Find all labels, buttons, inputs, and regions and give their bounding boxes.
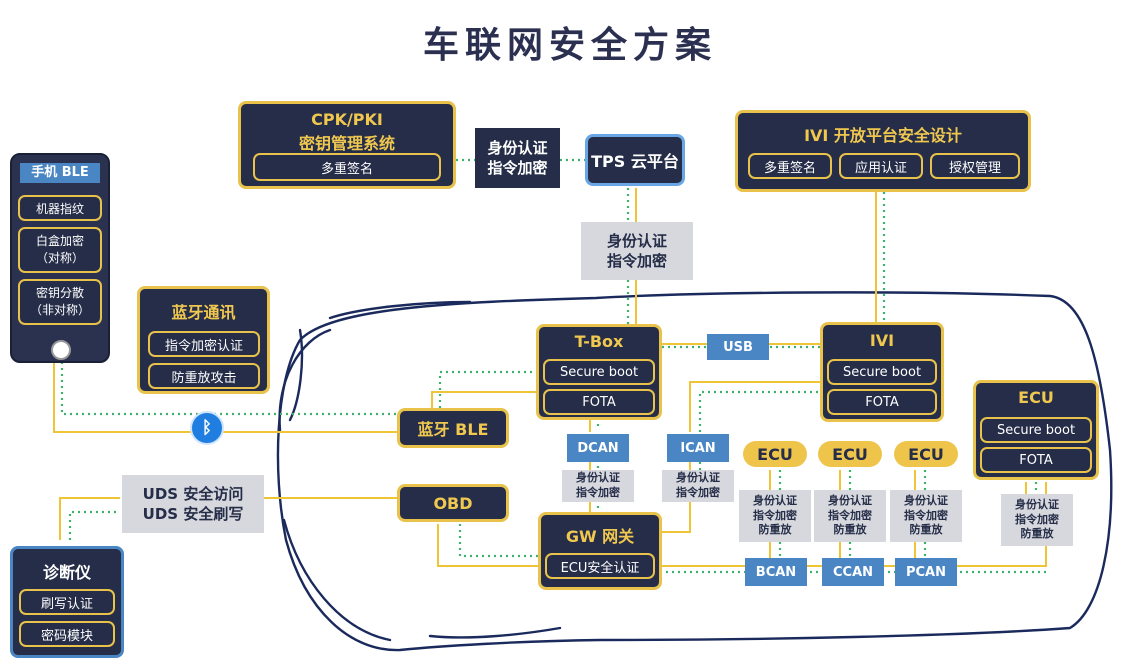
ecu-right-item-1: FOTA xyxy=(980,447,1092,473)
auth-ecu-2-line3: 防重放 xyxy=(909,523,943,537)
gateway-title: GW 网关 xyxy=(565,527,635,546)
bt-comm-item-1: 防重放攻击 xyxy=(148,363,260,389)
gateway-box: GW 网关 ECU安全认证 xyxy=(538,512,662,590)
ecu-label-2: ECU xyxy=(894,441,958,467)
bluetooth-ble-label: 蓝牙 BLE xyxy=(417,420,489,439)
auth-encrypt-top: 身份认证 指令加密 xyxy=(475,128,560,188)
bcan-label: BCAN xyxy=(745,558,807,586)
obd-box: OBD xyxy=(397,484,509,522)
ecu-label-0: ECU xyxy=(743,441,807,467)
bt-comm-title: 蓝牙通讯 xyxy=(171,303,236,322)
auth-ican: 身份认证 指令加密 xyxy=(662,470,734,502)
uds-line1: UDS 安全访问 xyxy=(142,484,244,503)
ivi-box: IVI Secure boot FOTA xyxy=(820,322,944,422)
ivi-design-box: IVI 开放平台安全设计 多重签名 应用认证 授权管理 xyxy=(735,110,1031,192)
ivi-design-item-1: 应用认证 xyxy=(839,153,923,179)
auth-ecu-right-line2: 指令加密 xyxy=(1015,512,1059,526)
cpk-title-line1: CPK/PKI xyxy=(311,110,383,129)
cpk-title-line2: 密钥管理系统 xyxy=(298,134,395,153)
obd-label: OBD xyxy=(433,493,473,513)
auth-ecu-right: 身份认证 指令加密 防重放 xyxy=(1001,494,1073,546)
bluetooth-comm-box: 蓝牙通讯 指令加密认证 防重放攻击 xyxy=(137,286,270,394)
page-title: 车联网安全方案 xyxy=(422,25,717,66)
ecu-right-box: ECU Secure boot FOTA xyxy=(973,380,1099,480)
cpk-pki-box: CPK/PKI 密钥管理系统 多重签名 xyxy=(238,101,456,189)
auth-top-line2: 指令加密 xyxy=(487,159,548,177)
auth-ecu-0-line2: 指令加密 xyxy=(753,508,797,522)
auth-ecu-0: 身份认证 指令加密 防重放 xyxy=(739,490,811,542)
pcan-label: PCAN xyxy=(895,558,957,586)
phone-home-button[interactable] xyxy=(51,340,71,360)
auth-mid-line2: 指令加密 xyxy=(606,252,667,270)
auth-ecu-2: 身份认证 指令加密 防重放 xyxy=(890,490,962,542)
car-outline xyxy=(276,291,1113,652)
auth-ecu-right-line3: 防重放 xyxy=(1020,527,1054,541)
auth-ecu-1: 身份认证 指令加密 防重放 xyxy=(814,490,886,542)
tbox-box: T-Box Secure boot FOTA xyxy=(536,324,662,420)
auth-ecu-right-line1: 身份认证 xyxy=(1015,497,1059,511)
auth-top-line1: 身份认证 xyxy=(487,138,548,157)
auth-ecu-2-line1: 身份认证 xyxy=(904,493,948,507)
auth-ican-line2: 指令加密 xyxy=(676,486,720,499)
diag-item-0: 刷写认证 xyxy=(19,589,115,615)
dcan-label: DCAN xyxy=(567,434,629,462)
auth-dcan-line1: 身份认证 xyxy=(576,471,620,485)
auth-ecu-0-line3: 防重放 xyxy=(758,523,792,537)
bluetooth-ble-box: 蓝牙 BLE xyxy=(397,408,509,448)
auth-ecu-1-line3: 防重放 xyxy=(833,523,867,537)
auth-ecu-2-line2: 指令加密 xyxy=(904,508,948,522)
ecu-label-1: ECU xyxy=(818,441,882,467)
bt-comm-item-0: 指令加密认证 xyxy=(148,331,260,357)
auth-dcan-line2: 指令加密 xyxy=(576,486,620,499)
diag-item-1: 密码模块 xyxy=(19,621,115,647)
phone-item-2: 密钥分散 （非对称） xyxy=(18,279,102,325)
ecu-right-item-0: Secure boot xyxy=(980,417,1092,443)
ivi-title: IVI xyxy=(869,331,895,350)
ccan-label: CCAN xyxy=(822,558,884,586)
auth-ecu-1-line2: 指令加密 xyxy=(828,508,872,522)
usb-label: USB xyxy=(707,334,769,360)
ecu-right-title: ECU xyxy=(1018,388,1054,407)
bluetooth-icon: ᛒ xyxy=(190,411,224,445)
uds-box: UDS 安全访问 UDS 安全刷写 xyxy=(122,475,264,533)
ivi-item-0: Secure boot xyxy=(827,359,937,385)
ivi-item-1: FOTA xyxy=(827,389,937,415)
tps-label: TPS 云平台 xyxy=(591,152,679,171)
tbox-item-0: Secure boot xyxy=(543,359,655,385)
gateway-item: ECU安全认证 xyxy=(545,553,655,579)
auth-ican-line1: 身份认证 xyxy=(676,471,720,485)
phone-item-1: 白盒加密 （对称） xyxy=(18,227,102,273)
auth-mid-line1: 身份认证 xyxy=(606,231,667,250)
auth-encrypt-mid: 身份认证 指令加密 xyxy=(581,222,693,280)
ican-label: ICAN xyxy=(667,434,729,462)
tps-cloud-box: TPS 云平台 xyxy=(585,134,685,186)
ivi-design-item-0: 多重签名 xyxy=(748,153,832,179)
tbox-title: T-Box xyxy=(574,332,624,351)
auth-ecu-0-line1: 身份认证 xyxy=(753,493,797,507)
ivi-design-title: IVI 开放平台安全设计 xyxy=(804,126,962,145)
diagnostic-tool-box: 诊断仪 刷写认证 密码模块 xyxy=(10,546,124,658)
auth-dcan: 身份认证 指令加密 xyxy=(562,470,634,502)
diag-title: 诊断仪 xyxy=(42,563,91,582)
phone-ble-device: 手机 BLE 机器指纹 白盒加密 （对称） 密钥分散 （非对称） xyxy=(10,153,110,363)
multi-signature-pill: 多重签名 xyxy=(253,153,441,181)
auth-ecu-1-line1: 身份认证 xyxy=(828,493,872,507)
ivi-design-item-2: 授权管理 xyxy=(930,153,1020,179)
phone-item-0: 机器指纹 xyxy=(18,195,102,221)
uds-line2: UDS 安全刷写 xyxy=(142,505,244,523)
phone-title: 手机 BLE xyxy=(20,163,100,183)
tbox-item-1: FOTA xyxy=(543,389,655,415)
